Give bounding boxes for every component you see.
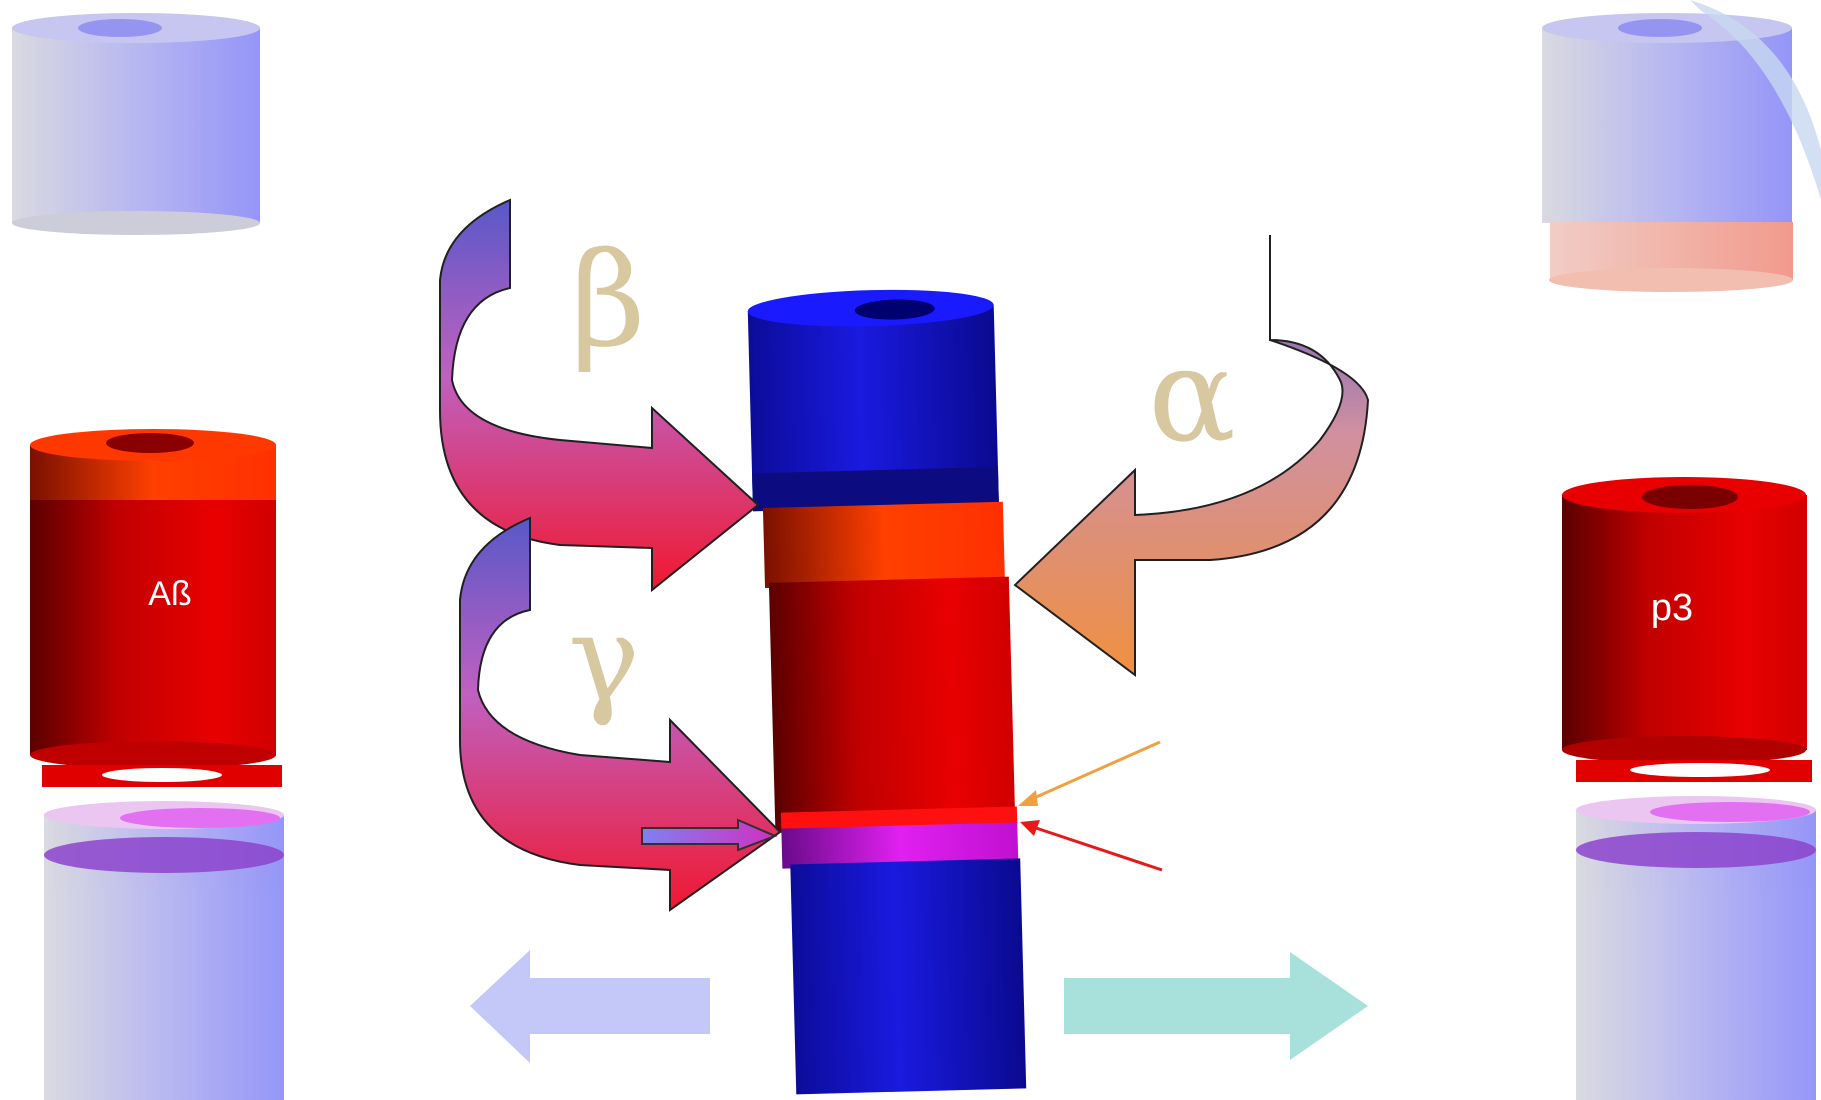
- faded-cylinder-top-left: [12, 13, 260, 235]
- abeta-cylinder: [30, 429, 282, 787]
- alpha-cleavage-arrow: [1013, 235, 1370, 677]
- abeta-label: Aß: [148, 575, 191, 613]
- red-pointer-line: [1020, 820, 1163, 872]
- gamma-cleavage-arrow: [459, 516, 782, 912]
- gamma-label: γ: [568, 590, 640, 729]
- corner-swoosh: [1690, 0, 1821, 200]
- app-cylinder: [747, 289, 1027, 1095]
- beta-cleavage-arrow: [439, 198, 760, 593]
- transmembrane-pointer-arrow: [641, 818, 778, 852]
- alpha-label: α: [1148, 319, 1236, 471]
- right-pathway-arrow: [1064, 952, 1368, 1060]
- faded-cylinder-bottom-left: [44, 801, 284, 1100]
- beta-label: β: [570, 224, 645, 376]
- left-pathway-arrow: [470, 950, 710, 1063]
- p3-label: p3: [1651, 587, 1693, 629]
- orange-pointer-line: [1018, 740, 1161, 806]
- faded-cylinder-bottom-right: [1576, 796, 1816, 1100]
- p3-cylinder: [1562, 477, 1812, 782]
